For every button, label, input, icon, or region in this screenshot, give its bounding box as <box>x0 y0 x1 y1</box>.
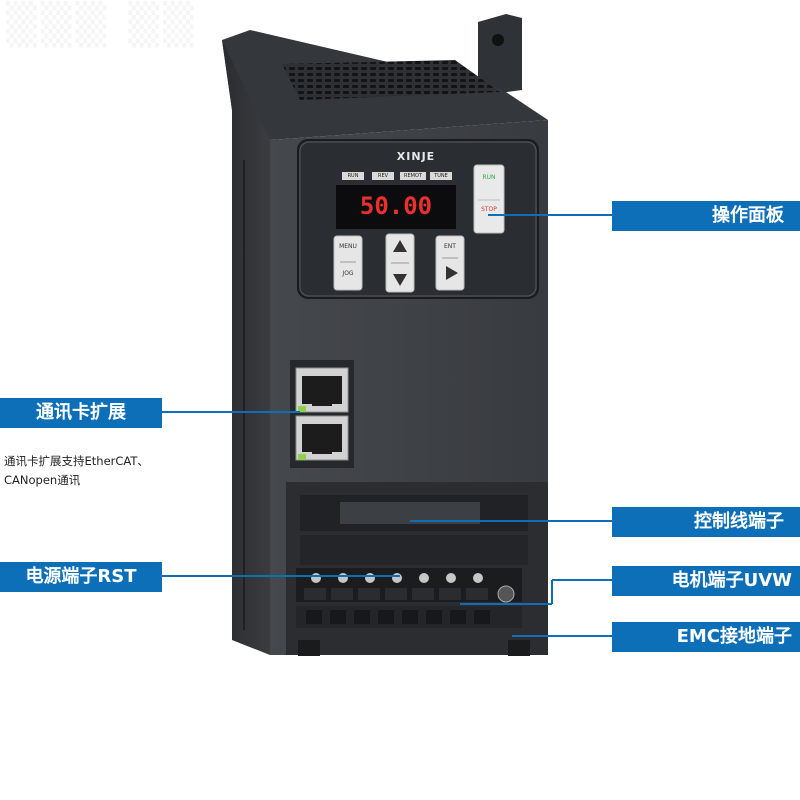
callout-comm-card: 通讯卡扩展 <box>0 398 162 428</box>
callout-emc-ground: EMC接地端子 <box>612 622 800 652</box>
comm-note-line-1: 通讯卡扩展支持EtherCAT、 <box>4 454 149 468</box>
mounting-hole <box>492 34 504 46</box>
callout-motor-terminal: 电机端子UVW <box>612 566 800 596</box>
up-arrow-icon <box>393 240 407 252</box>
indicator-remot: REMOT <box>404 173 422 179</box>
power-terminal-row <box>296 568 522 602</box>
indicator-run: RUN <box>347 173 359 179</box>
jog-key-label[interactable]: JOG <box>342 270 354 277</box>
callout-operator-panel: 操作面板 <box>612 201 800 231</box>
side-face <box>222 40 270 655</box>
mounting-tab <box>478 14 522 96</box>
top-vent <box>282 60 500 100</box>
comm-note-line-2: CANopen通讯 <box>4 473 81 487</box>
indicator-rev: REV <box>377 173 389 179</box>
callout-control-terminal: 控制线端子 <box>612 507 800 537</box>
ent-key-label[interactable]: ENT <box>444 243 456 250</box>
stop-key-label[interactable]: STOP <box>481 206 497 213</box>
faint-watermark: ▒▒▒ ▒▒ <box>6 2 198 48</box>
brand-logo: XINJE <box>396 150 436 163</box>
led-display <box>336 185 456 229</box>
comm-note: 通讯卡扩展支持EtherCAT、 CANopen通讯 <box>4 452 224 490</box>
control-terminal-block <box>340 502 480 524</box>
ground-screw <box>497 585 515 603</box>
menu-key-label[interactable]: MENU <box>339 243 357 250</box>
ent-shift-key <box>435 235 465 291</box>
callout-power-terminal: 电源端子RST <box>0 562 162 592</box>
menu-jog-key <box>333 235 363 291</box>
leader-lines <box>162 214 612 637</box>
indicator-tune: TUNE <box>434 173 448 179</box>
down-arrow-icon <box>393 274 407 286</box>
right-arrow-icon <box>446 266 458 280</box>
run-key-label[interactable]: RUN <box>482 174 496 181</box>
frequency-readout: 50.00 <box>359 192 433 220</box>
